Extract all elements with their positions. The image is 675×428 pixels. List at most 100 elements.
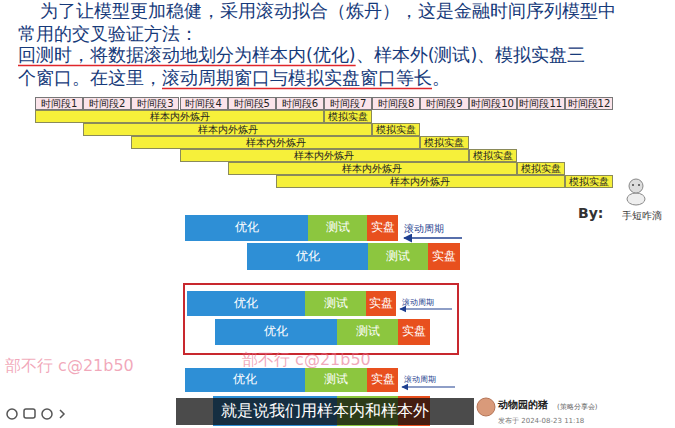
box-label: 时间段9 (426, 98, 462, 110)
period-header-cell: 时间段2 (83, 97, 131, 110)
uploader-name-holder: 动物园的猪 (498, 397, 548, 411)
method-text: 回测时，将数据滚动地划分为样本内(优化)、样本外(测试)、模拟实盘三个窗口。在这… (18, 45, 585, 88)
box-label: 模拟实盘 (473, 150, 513, 162)
box-label: 实盘 (402, 325, 426, 339)
player-controls (7, 409, 64, 419)
watermark-holder: 部不行 c@21b50 (5, 358, 134, 374)
highlight-frame (184, 284, 458, 354)
subtitle-bar: 就是说我们用样本内和样本外 (176, 398, 474, 425)
box-label: 优化 (235, 221, 259, 235)
author-avatar (477, 398, 495, 416)
roll-period-label: 滚动周期 (402, 298, 434, 307)
optimize-window: 优化 (247, 243, 368, 270)
uploader-badge: (策略分享会) (557, 403, 597, 411)
roll-arrow (402, 386, 455, 387)
watermark: 部不行 c@21b50 (242, 350, 371, 369)
box-label: 样本内外炼丹 (390, 176, 450, 188)
period-header-cell: 时间段1 (35, 97, 83, 110)
box-label: 时间段11 (519, 98, 562, 110)
box-label: 测试 (356, 325, 380, 339)
box-label: 模拟实盘 (328, 111, 368, 123)
box-label: 样本内外炼丹 (246, 137, 306, 149)
box-label: 测试 (386, 250, 410, 264)
live-sim-cell: 模拟实盘 (420, 136, 468, 149)
live-sim-cell: 模拟实盘 (469, 149, 517, 162)
roll-arrow (400, 308, 452, 309)
box-label: 测试 (324, 373, 348, 387)
roll-period-label: 滚动周期 (404, 223, 444, 234)
box-label: 优化 (234, 297, 258, 311)
test-window: 测试 (305, 291, 366, 316)
box-label: 优化 (233, 373, 257, 387)
box-label: 样本内外炼丹 (150, 111, 210, 123)
period-header-cell: 时间段10 (469, 97, 517, 110)
period-header-cell: 时间段11 (517, 97, 565, 110)
intro-text: 为了让模型更加稳健，采用滚动拟合（炼丹），这是金融时间序列模型中常用的交叉验证方… (18, 1, 616, 44)
uploader-name: 动物园的猪 (498, 399, 548, 410)
live-window: 实盘 (398, 319, 430, 345)
publish-time: 发布于 2024-08-23 11:18 (498, 417, 584, 425)
sample-training-bar: 样本内外炼丹 (83, 123, 372, 136)
box-label: 时间段5 (234, 98, 270, 110)
live-window: 实盘 (428, 243, 460, 270)
box-label: 时间段10 (471, 98, 514, 110)
box-label: 优化 (264, 325, 288, 339)
roll-period-label-holder: 滚动周期 (404, 221, 444, 235)
box-label: 测试 (324, 297, 348, 311)
roll-period-label-holder: 滚动周期 (404, 372, 436, 385)
box-label: 模拟实盘 (521, 163, 561, 175)
box-label: 时间段7 (330, 98, 366, 110)
box-label: 优化 (296, 250, 320, 264)
optimize-window: 优化 (185, 368, 305, 392)
optimize-window: 优化 (185, 215, 308, 241)
period-header-cell: 时间段6 (276, 97, 324, 110)
box-label: 时间段6 (282, 98, 318, 110)
period-header-cell: 时间段9 (420, 97, 468, 110)
live-sim-cell: 模拟实盘 (324, 110, 372, 123)
test-window: 测试 (337, 319, 398, 345)
test-window: 测试 (308, 215, 367, 241)
watermark: 部不行 c@21b50 (5, 356, 134, 375)
box-label: 实盘 (371, 373, 395, 387)
live-window: 实盘 (367, 215, 398, 241)
period-header-cell: 时间段4 (180, 97, 228, 110)
box-label: 测试 (326, 221, 350, 235)
period-header-cell: 时间段8 (372, 97, 420, 110)
publish-time-holder: 发布于 2024-08-23 11:18 (498, 413, 584, 426)
box-label: 时间段8 (378, 98, 414, 110)
author-mascot (627, 179, 645, 205)
box-label: 就是说我们用样本内和样本外 (221, 402, 429, 420)
uploader-badge-holder: (策略分享会) (557, 399, 597, 412)
byline-holder: By: (578, 205, 603, 221)
test-window: 测试 (368, 243, 428, 270)
box-label: 实盘 (432, 250, 456, 264)
box-label: 实盘 (371, 221, 395, 235)
test-window: 测试 (305, 368, 367, 392)
author-name: 手短咋滴 (622, 210, 662, 221)
box-label: 时间段4 (185, 98, 221, 110)
sample-training-bar: 样本内外炼丹 (228, 162, 517, 175)
box-label: 时间段2 (89, 98, 125, 110)
sample-training-bar: 样本内外炼丹 (35, 110, 324, 123)
sample-training-bar: 样本内外炼丹 (180, 149, 469, 162)
watermark-holder: 部不行 c@21b50 (242, 352, 371, 368)
box-label: 模拟实盘 (424, 137, 464, 149)
intro-text-holder: 为了让模型更加稳健，采用滚动拟合（炼丹），这是金融时间序列模型中常用的交叉验证方… (18, 0, 630, 46)
box-label: 样本内外炼丹 (294, 150, 354, 162)
period-header-cell: 时间段3 (131, 97, 179, 110)
live-sim-cell: 模拟实盘 (372, 123, 420, 136)
period-header-cell: 时间段12 (565, 97, 613, 110)
box-label: 样本内外炼丹 (198, 124, 258, 136)
box-label: 时间段1 (41, 98, 77, 110)
optimize-window: 优化 (187, 291, 305, 316)
roll-period-label: 滚动周期 (404, 375, 436, 384)
period-header-cell: 时间段7 (324, 97, 372, 110)
live-sim-cell: 模拟实盘 (517, 162, 565, 175)
box-label: 实盘 (369, 297, 393, 311)
box-label: 模拟实盘 (569, 176, 609, 188)
box-label: 时间段3 (137, 98, 173, 110)
box-label: 样本内外炼丹 (342, 163, 402, 175)
method-text-holder: 回测时，将数据滚动地划分为样本内(优化)、样本外(测试)、模拟实盘三个窗口。在这… (18, 44, 598, 90)
sample-training-bar: 样本内外炼丹 (131, 136, 420, 149)
live-window: 实盘 (366, 291, 396, 316)
